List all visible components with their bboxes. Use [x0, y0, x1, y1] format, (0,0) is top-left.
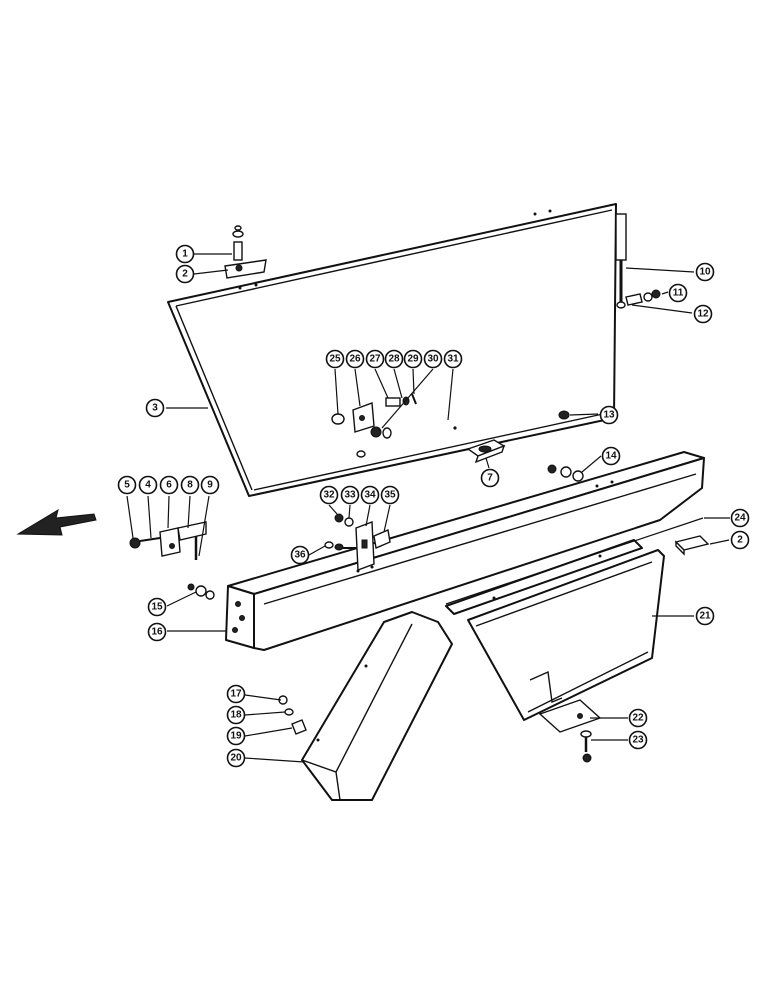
latch [466, 439, 506, 464]
callout-12: 12 [693, 304, 713, 324]
callout-2: 2 [175, 264, 195, 284]
callout-4: 4 [138, 475, 158, 495]
svg-text:35: 35 [384, 490, 396, 501]
svg-text:4: 4 [145, 480, 151, 491]
callout-1: 1 [175, 244, 195, 264]
svg-text:22: 22 [632, 713, 644, 724]
svg-text:32: 32 [323, 490, 335, 501]
callout-5: 5 [117, 475, 137, 495]
lower-panel [445, 539, 665, 721]
callout-36: 36 [290, 545, 310, 565]
svg-text:23: 23 [632, 735, 644, 746]
svg-text:31: 31 [447, 354, 459, 365]
callout-3: 3 [145, 398, 165, 418]
leader-lines [126, 253, 730, 763]
callout-29: 29 [403, 349, 423, 369]
svg-text:30: 30 [427, 354, 439, 365]
lock-mechanism [331, 393, 417, 439]
large-cover [301, 611, 453, 801]
callout-33: 33 [340, 485, 360, 505]
svg-text:1: 1 [182, 249, 188, 260]
callout-28: 28 [384, 349, 404, 369]
direction-arrow-icon [16, 508, 97, 536]
svg-text:11: 11 [673, 288, 684, 299]
callout-27: 27 [365, 349, 385, 369]
callout-18: 18 [226, 705, 246, 725]
svg-text:2: 2 [737, 535, 743, 546]
svg-text:19: 19 [230, 731, 242, 742]
svg-text:2: 2 [182, 269, 188, 280]
callout-34: 34 [360, 485, 380, 505]
callout-8: 8 [180, 475, 200, 495]
svg-text:13: 13 [603, 410, 615, 421]
screw-13 [558, 410, 570, 420]
svg-text:20: 20 [230, 753, 242, 764]
svg-text:9: 9 [207, 480, 213, 491]
callout-25: 25 [325, 349, 345, 369]
svg-text:25: 25 [329, 354, 341, 365]
svg-text:36: 36 [294, 550, 306, 561]
gas-strut [615, 213, 661, 309]
cover-fasteners [278, 695, 307, 735]
callout-22: 22 [628, 708, 648, 728]
callout-35: 35 [380, 485, 400, 505]
bolt-15 [187, 583, 215, 600]
svg-text:34: 34 [364, 490, 376, 501]
callout-6: 6 [159, 475, 179, 495]
svg-text:14: 14 [605, 451, 617, 462]
callout-20: 20 [226, 748, 246, 768]
top-hinge [224, 225, 267, 279]
callout-26: 26 [345, 349, 365, 369]
svg-text:3: 3 [152, 403, 158, 414]
svg-text:15: 15 [151, 602, 163, 613]
svg-text:24: 24 [734, 513, 746, 524]
long-rail [225, 451, 705, 651]
callout-15: 15 [147, 597, 167, 617]
svg-text:17: 17 [230, 689, 242, 700]
callout-14: 14 [601, 446, 621, 466]
svg-text:29: 29 [407, 354, 419, 365]
svg-text:16: 16 [151, 627, 163, 638]
callout-23: 23 [628, 730, 648, 750]
svg-text:26: 26 [349, 354, 361, 365]
side-hinge [129, 521, 207, 560]
callout-11: 11 [668, 283, 688, 303]
svg-text:28: 28 [388, 354, 400, 365]
svg-text:18: 18 [230, 710, 242, 721]
svg-text:8: 8 [187, 480, 193, 491]
callout-7: 7 [480, 468, 500, 488]
callout-30: 30 [423, 349, 443, 369]
svg-text:6: 6 [166, 480, 172, 491]
callout-24: 24 [730, 508, 750, 528]
callout-17: 17 [226, 684, 246, 704]
foot-bracket [538, 699, 602, 763]
callout-32: 32 [319, 485, 339, 505]
center-bracket [324, 513, 391, 571]
callout-9: 9 [200, 475, 220, 495]
callout-2-lower: 2 [730, 530, 750, 550]
svg-text:5: 5 [124, 480, 130, 491]
callout-19: 19 [226, 726, 246, 746]
callout-21: 21 [695, 606, 715, 626]
callout-13: 13 [599, 405, 619, 425]
svg-text:33: 33 [344, 490, 356, 501]
callout-10: 10 [695, 262, 715, 282]
svg-text:10: 10 [699, 267, 711, 278]
svg-text:7: 7 [487, 473, 493, 484]
callout-31: 31 [443, 349, 463, 369]
side-hinge-plate [674, 535, 710, 556]
callout-16: 16 [147, 622, 167, 642]
svg-text:12: 12 [697, 309, 709, 320]
svg-text:27: 27 [369, 354, 381, 365]
svg-text:21: 21 [699, 611, 711, 622]
